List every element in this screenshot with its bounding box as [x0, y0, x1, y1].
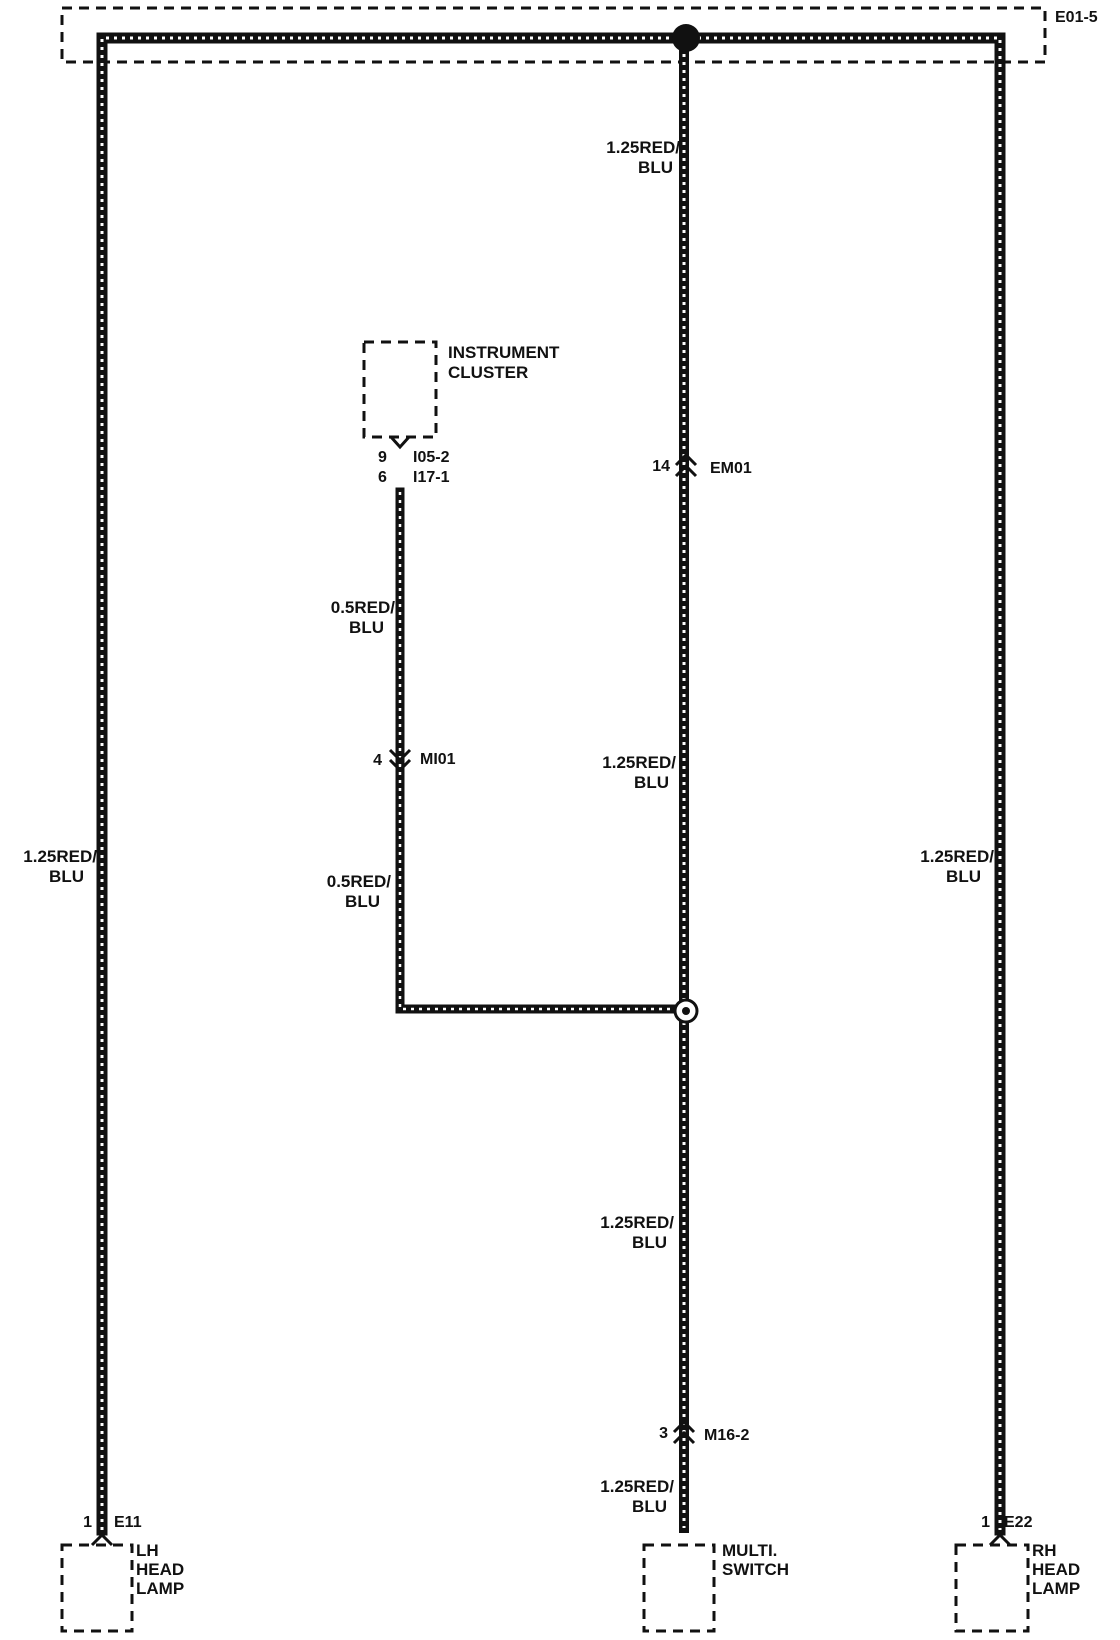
rh-head-lamp-terminal-mark: [988, 1532, 1012, 1547]
m16-2-connector-mark: [672, 1419, 696, 1434]
wire-label-trunk-middle-line2: BLU: [634, 773, 669, 792]
top-splice-dot: [672, 24, 700, 52]
wires: [96, 32, 1006, 1536]
bus-wire-hatch: [100, 36, 1002, 1530]
instrument-cluster-pin-2: 6: [378, 469, 387, 486]
instrument-cluster-box: [362, 340, 438, 439]
cluster-wire-hatch: [398, 492, 684, 1011]
wire-label-cluster-upper-line2: BLU: [349, 618, 384, 637]
rh-head-lamp-box: [954, 1543, 1030, 1633]
rh-head-lamp-connector: E22: [1004, 1514, 1033, 1531]
e01-5-connector-box: [60, 6, 1047, 64]
em01-pin-label: 14: [652, 458, 670, 475]
instrument-cluster-terminal-mark: [389, 435, 411, 450]
instrument-cluster-name-line2: CLUSTER: [448, 363, 528, 382]
wire-hatch: [100, 36, 1002, 1530]
lh-head-lamp-name-line2: HEAD: [136, 1560, 184, 1579]
mi01-connector-mark-2: [388, 758, 412, 773]
instrument-cluster-pin-1: 9: [378, 449, 387, 466]
lh-head-lamp-pin: 1: [83, 1514, 92, 1531]
wire-label-trunk-bottom-line1: 1.25RED/: [600, 1477, 674, 1496]
wire-label-trunk-lower-line1: 1.25RED/: [600, 1213, 674, 1232]
lower-splice-center: [682, 1007, 690, 1015]
wire-label-right-line1: 1.25RED/: [920, 847, 994, 866]
wire-label-left-line1: 1.25RED/: [23, 847, 97, 866]
wire-label-trunk-bottom-line2: BLU: [632, 1497, 667, 1516]
wire-label-cluster-lower-line1: 0.5RED/: [327, 872, 392, 891]
wire-label-left-line2: BLU: [49, 867, 84, 886]
e01-5-label: E01-5: [1055, 9, 1098, 26]
multi-switch-name-line2: SWITCH: [722, 1560, 789, 1579]
m16-2-connector-label: M16-2: [704, 1427, 749, 1444]
rh-head-lamp-name-line1: RH: [1032, 1541, 1057, 1560]
instrument-cluster-connector-1: I05-2: [413, 449, 450, 466]
instrument-cluster-connector-2: I17-1: [413, 469, 450, 486]
rh-head-lamp-pin: 1: [981, 1514, 990, 1531]
multi-switch-name-line1: MULTI.: [722, 1541, 777, 1560]
mi01-connector-label: MI01: [420, 751, 456, 768]
wire-label-trunk-upper-line1: 1.25RED/: [606, 138, 680, 157]
m16-2-connector-mark-2: [672, 1430, 696, 1445]
em01-connector-mark-2: [674, 463, 698, 478]
m16-2-pin-label: 3: [659, 1425, 668, 1442]
wire-label-cluster-upper-line1: 0.5RED/: [331, 598, 396, 617]
mi01-connector-mark: [388, 748, 412, 763]
wire-label-right-line2: BLU: [946, 867, 981, 886]
em01-connector-label: EM01: [710, 460, 752, 477]
lh-head-lamp-box: [60, 1543, 134, 1633]
mi01-pin-label: 4: [373, 752, 382, 769]
wire-label-trunk-upper-line2: BLU: [638, 158, 673, 177]
multi-switch-box: [642, 1543, 716, 1633]
wire-label-trunk-middle-line1: 1.25RED/: [602, 753, 676, 772]
wire-label-cluster-lower-line2: BLU: [345, 892, 380, 911]
lh-head-lamp-name-line1: LH: [136, 1541, 159, 1560]
lh-head-lamp-name-line3: LAMP: [136, 1579, 184, 1598]
lh-head-lamp-terminal-mark: [90, 1532, 114, 1547]
rh-head-lamp-name-line3: LAMP: [1032, 1579, 1080, 1598]
rh-head-lamp-name-line2: HEAD: [1032, 1560, 1080, 1579]
em01-connector-mark: [674, 452, 698, 467]
lh-head-lamp-connector: E11: [114, 1514, 142, 1531]
bus-wire-frame: [96, 32, 1006, 1536]
wire-label-trunk-lower-line2: BLU: [632, 1233, 667, 1252]
instrument-cluster-name-line1: INSTRUMENT: [448, 343, 560, 362]
